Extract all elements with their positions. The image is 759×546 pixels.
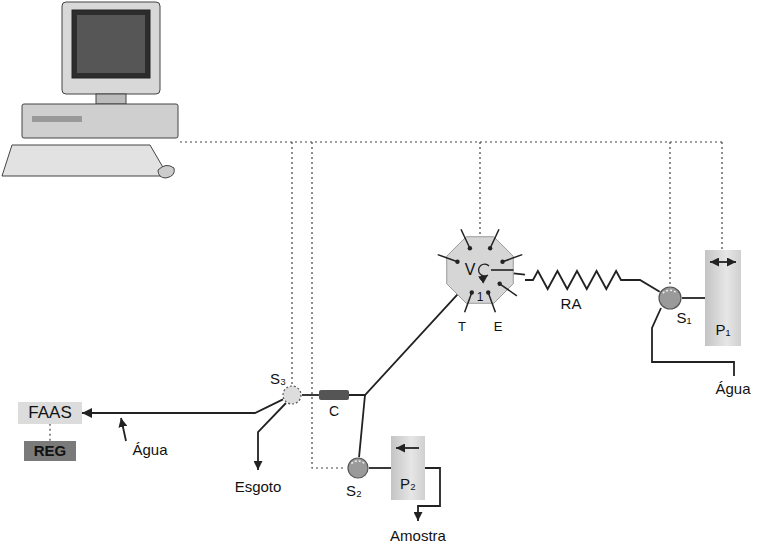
port-dot xyxy=(497,282,501,286)
part-label: C xyxy=(329,403,339,419)
mouse xyxy=(158,165,174,178)
flow-line xyxy=(629,280,660,292)
pump-direction xyxy=(391,436,425,460)
inlet-label: Amostra xyxy=(390,527,446,544)
detector-box: FAAS xyxy=(18,402,82,424)
box-label: FAAS xyxy=(28,403,71,423)
port-dot xyxy=(500,260,504,264)
keyboard xyxy=(2,145,168,176)
disk-drive xyxy=(32,116,82,122)
screen xyxy=(72,10,150,78)
flow-line xyxy=(82,399,283,413)
part-label: RA xyxy=(561,295,582,312)
control-line xyxy=(312,142,346,468)
box-label: P₂ xyxy=(400,475,416,492)
reaction-coil-symbol xyxy=(525,269,629,291)
flow-line xyxy=(349,395,365,457)
valve-body xyxy=(283,386,301,404)
control-line xyxy=(291,142,292,384)
solenoid-valve-symbol xyxy=(658,286,682,310)
recorder-box: REG xyxy=(24,441,76,461)
port-dot xyxy=(470,290,474,294)
solenoid-valve: S₁ xyxy=(658,286,682,310)
solenoid-valve: S₂ xyxy=(347,457,369,479)
rotation-arrow xyxy=(479,264,489,276)
port-label: E xyxy=(494,320,503,335)
outlet-label: Esgoto xyxy=(235,478,282,495)
valve-port xyxy=(490,229,499,248)
direction-arrow xyxy=(396,447,419,449)
pump: P₁ xyxy=(705,250,741,346)
water-inlet-line xyxy=(121,418,126,441)
valve-port xyxy=(491,269,513,271)
solenoid-valve: S₃ xyxy=(282,385,302,405)
valve-body xyxy=(659,287,681,309)
valve-port xyxy=(465,293,472,313)
port-label: 1 xyxy=(477,291,484,305)
valve-port xyxy=(461,229,470,248)
reaction-coil: RA xyxy=(525,269,629,291)
port-dot xyxy=(488,246,492,250)
control-line xyxy=(721,142,722,249)
flow-line xyxy=(682,297,705,299)
valve-port xyxy=(500,284,517,296)
column: C xyxy=(319,390,349,400)
valve-port xyxy=(503,255,523,262)
port-dot xyxy=(455,260,459,264)
signal-line xyxy=(49,424,50,441)
computer xyxy=(2,2,178,178)
pump: P₂ xyxy=(391,436,425,500)
flow-line xyxy=(302,394,319,396)
valve-highlight xyxy=(663,290,677,293)
port-label: T xyxy=(458,320,466,335)
valve-port xyxy=(438,255,458,262)
control-line xyxy=(479,142,480,236)
monitor xyxy=(62,2,160,94)
control-line xyxy=(180,141,722,142)
part-label: S₃ xyxy=(270,370,286,387)
solenoid-valve-symbol xyxy=(347,457,369,479)
control-lines xyxy=(180,142,722,468)
waste-line xyxy=(258,403,286,470)
flow-line xyxy=(349,295,457,395)
port-dot xyxy=(468,246,472,250)
valve-body xyxy=(348,458,368,478)
port-dot xyxy=(486,290,490,294)
flow-line xyxy=(513,273,525,274)
screen-glass xyxy=(77,15,145,73)
pump-direction xyxy=(705,250,741,274)
box-label: P₁ xyxy=(715,321,730,338)
inlet-label: Água xyxy=(132,441,167,458)
direction-arrow xyxy=(710,261,736,263)
box-label: V xyxy=(465,261,476,279)
valve-port xyxy=(488,293,495,313)
monitor-neck xyxy=(96,94,126,104)
computer-case xyxy=(22,104,178,138)
part-label: S₁ xyxy=(676,309,691,326)
flow-line xyxy=(369,467,391,469)
coil xyxy=(525,271,629,289)
part-label: S₂ xyxy=(346,482,362,499)
tubing xyxy=(121,308,734,521)
control-line xyxy=(669,142,670,285)
inlet-label: Água xyxy=(715,380,750,397)
valve-highlight xyxy=(351,461,364,464)
box-label: REG xyxy=(34,442,67,459)
solenoid-valve-symbol xyxy=(282,385,302,405)
